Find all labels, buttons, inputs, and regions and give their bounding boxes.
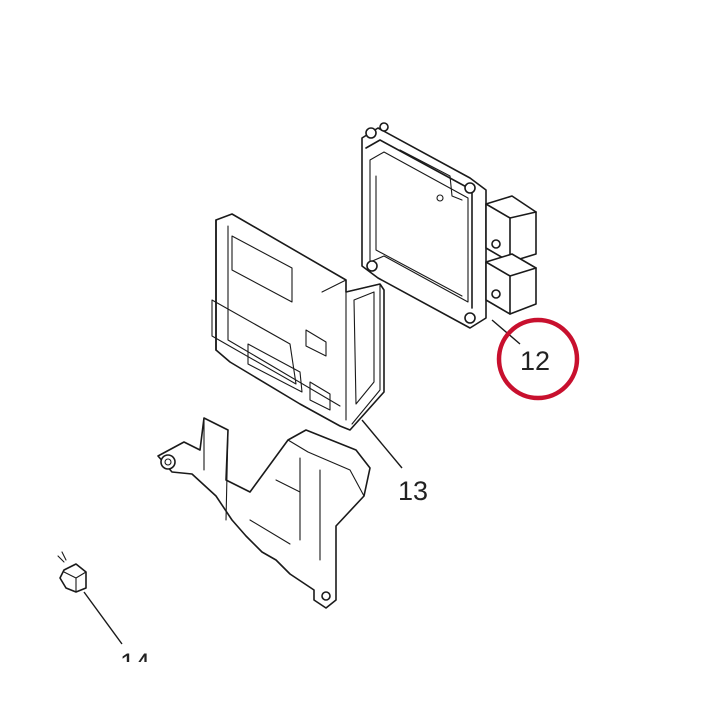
leader-line-14 bbox=[83, 591, 123, 645]
callout-label-13[interactable]: 13 bbox=[398, 476, 428, 506]
bottom-crop-band bbox=[0, 662, 720, 720]
part-12-ecu[interactable] bbox=[361, 122, 537, 329]
part-14-clip[interactable] bbox=[57, 551, 87, 593]
leader-line-12 bbox=[491, 319, 521, 345]
highlight-circle bbox=[496, 317, 580, 401]
part-14-lower-bracket[interactable] bbox=[157, 417, 371, 609]
callout-label-12[interactable]: 12 bbox=[520, 346, 550, 376]
part-13-bracket-plate[interactable] bbox=[211, 213, 385, 431]
leader-line-13 bbox=[361, 419, 403, 469]
